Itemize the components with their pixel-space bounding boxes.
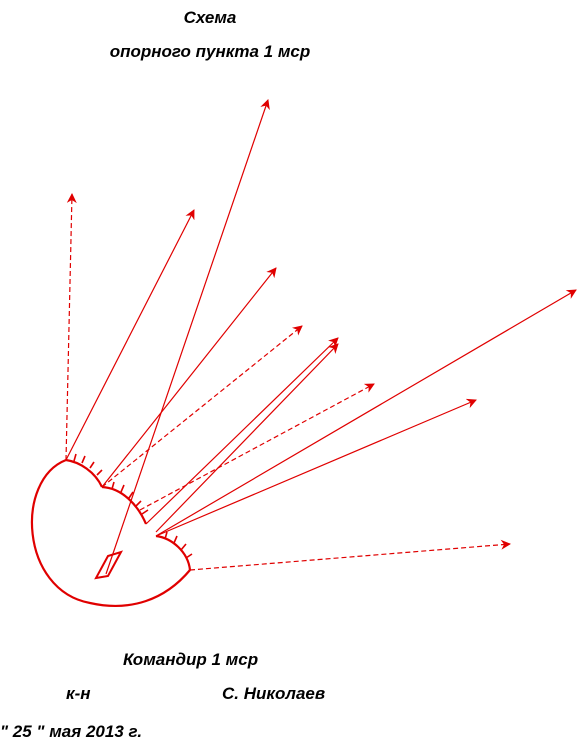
fire-arrow-4 <box>145 337 339 525</box>
fire-arrow-6 <box>155 289 577 537</box>
commander-position: Командир 1 мср <box>123 650 259 669</box>
trench-segment-1 <box>65 458 103 488</box>
position-outline <box>30 458 192 607</box>
fire-arrow-dashed-3 <box>139 383 375 511</box>
fire-arrow-7 <box>155 398 477 537</box>
trench-hachures <box>73 453 193 559</box>
fire-arrow-dashed-1 <box>65 193 77 461</box>
trench-segment-2 <box>101 485 148 525</box>
fire-arrow-5 <box>155 343 339 533</box>
scheme-title-line1: Схема <box>183 8 237 27</box>
fire-arrow-2 <box>105 99 270 575</box>
position-rear-arc <box>30 458 191 607</box>
commander-rank: к-н <box>66 684 91 703</box>
fire-sectors <box>65 99 577 575</box>
scheme-title-line2: опорного пункта 1 мср <box>109 42 311 61</box>
trench-segment-3 <box>155 534 192 571</box>
fire-arrow-dashed-2 <box>101 325 303 488</box>
document-date: " 25 " мая 2013 г. <box>0 722 143 741</box>
commander-name: С. Николаев <box>222 684 326 703</box>
fire-arrow-3 <box>101 267 277 488</box>
fire-arrow-dashed-4 <box>189 539 511 571</box>
fire-arrow-1 <box>65 209 195 461</box>
